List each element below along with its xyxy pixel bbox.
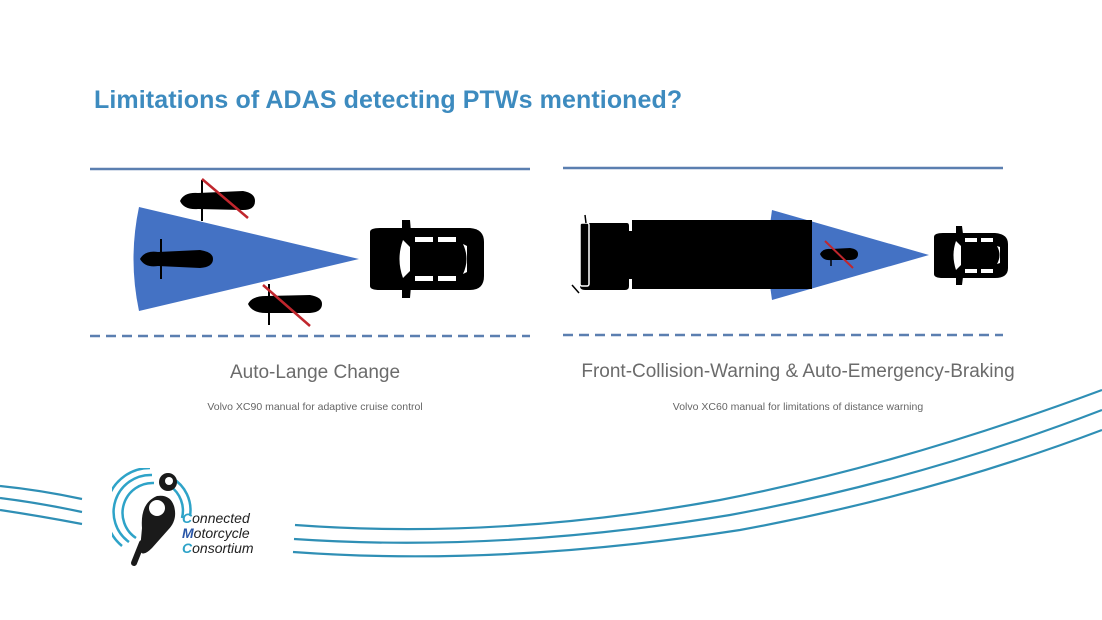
cross-out-line xyxy=(201,178,249,219)
diagram-source-note: Volvo XC90 manual for adaptive cruise co… xyxy=(207,401,423,413)
connected-motorcycle-consortium-logo: Connected Motorcycle Consortium xyxy=(104,466,282,568)
swoosh-line xyxy=(292,428,1102,558)
logo-motorcycle-icon xyxy=(104,466,192,566)
swoosh-line xyxy=(0,484,83,501)
logo-wordmark: Connected Motorcycle Consortium xyxy=(182,510,254,556)
truck-icon xyxy=(571,214,812,294)
swoosh-line xyxy=(293,408,1102,544)
car-icon xyxy=(370,220,484,298)
diagram-caption: Auto-Lange Change xyxy=(229,362,401,383)
front-collision-warning-diagram xyxy=(563,166,1008,337)
diagram-caption: Front-Collision-Warning & Auto-Emergency… xyxy=(581,361,1015,382)
swoosh-line xyxy=(0,496,83,514)
undetected-motorcycle-icon xyxy=(248,284,322,327)
sensor-beam xyxy=(133,207,359,311)
car-icon xyxy=(934,226,1008,285)
cross-out-line xyxy=(824,240,854,269)
motorcycle-icon xyxy=(140,239,213,279)
slide-title: Limitations of ADAS detecting PTWs menti… xyxy=(94,86,683,114)
diagram-source-note: Volvo XC60 manual for limitations of dis… xyxy=(672,401,924,413)
cross-out-line xyxy=(262,284,311,327)
auto-lane-change-diagram xyxy=(90,167,530,338)
undetected-motorcycle-icon xyxy=(180,178,255,221)
undetected-motorcycle-icon xyxy=(820,240,858,269)
swoosh-line xyxy=(0,508,83,526)
